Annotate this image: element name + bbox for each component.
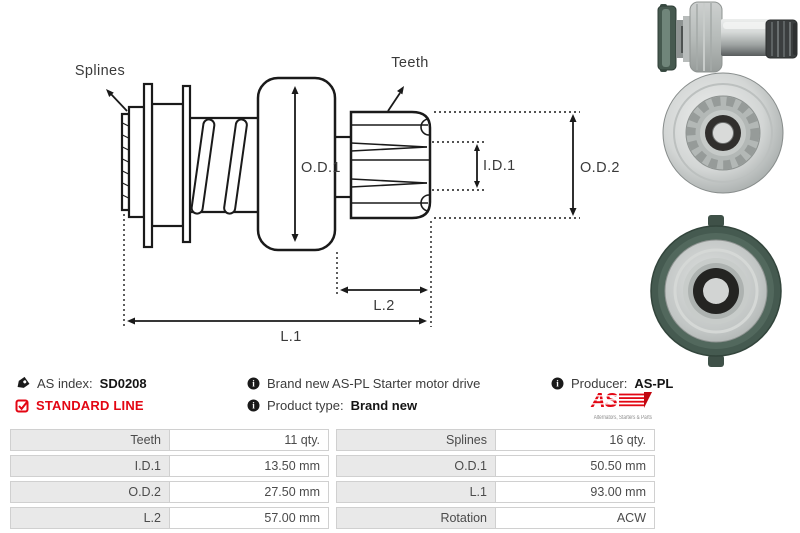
spline-shaft-end: [120, 105, 146, 219]
label-od2: O.D.2: [580, 160, 620, 176]
spec-value-cell: 27.50 mm: [170, 481, 329, 503]
table-row: L.2 57.00 mm: [10, 507, 329, 529]
product-type-label: Product type:: [267, 398, 344, 413]
as-pl-logo: AS Alternators, Starters & Parts: [586, 390, 656, 421]
table-row: L.1 93.00 mm: [336, 481, 655, 503]
product-type-item: i Product type: Brand new: [247, 398, 417, 413]
spec-label-cell: O.D.1: [336, 455, 496, 477]
as-index-item: AS index: SD0208: [15, 376, 147, 391]
info-icon: i: [551, 377, 564, 390]
spec-table-right: Splines 16 qty. O.D.1 50.50 mm L.1 93.00…: [336, 425, 655, 533]
svg-text:i: i: [252, 401, 255, 411]
table-row: Teeth 11 qty.: [10, 429, 329, 451]
table-row: Rotation ACW: [336, 507, 655, 529]
description-item: i Brand new AS-PL Starter motor drive: [247, 376, 480, 391]
construction-lines: [123, 111, 580, 327]
as-logo-tagline: Alternators, Starters & Parts: [593, 415, 652, 421]
svg-text:i: i: [252, 379, 255, 389]
table-row: O.D.2 27.50 mm: [10, 481, 329, 503]
producer-label: Producer:: [571, 376, 628, 391]
spec-label-cell: Splines: [336, 429, 496, 451]
spec-label-cell: O.D.2: [10, 481, 170, 503]
checkbox-check-icon: [15, 399, 29, 413]
product-description: Brand new AS-PL Starter motor drive: [267, 376, 481, 391]
spec-label-cell: Rotation: [336, 507, 496, 529]
table-row: Splines 16 qty.: [336, 429, 655, 451]
dimension-arrows: [106, 86, 577, 325]
product-photos: [650, 1, 798, 367]
spec-value-cell: 57.00 mm: [170, 507, 329, 529]
info-icon: i: [247, 377, 260, 390]
standard-line-label: STANDARD LINE: [36, 398, 144, 413]
spec-value-cell: 13.50 mm: [170, 455, 329, 477]
spec-table-left: Teeth 11 qty. I.D.1 13.50 mm O.D.2 27.50…: [10, 425, 329, 533]
table-row: I.D.1 13.50 mm: [10, 455, 329, 477]
info-icon: i: [247, 399, 260, 412]
spec-value-cell: ACW: [496, 507, 655, 529]
photo-side-view: [657, 1, 798, 73]
product-type-value: Brand new: [350, 398, 418, 413]
label-teeth: Teeth: [391, 55, 428, 71]
label-splines: Splines: [75, 63, 125, 79]
drive-spring: [190, 116, 258, 215]
svg-text:i: i: [556, 379, 559, 389]
as-index-label: AS index:: [37, 376, 93, 391]
pinion-gear: [349, 110, 432, 220]
spec-label-cell: L.1: [336, 481, 496, 503]
label-id1: I.D.1: [483, 158, 516, 174]
as-index-value: SD0208: [99, 376, 147, 391]
tag-icon: [15, 376, 30, 391]
as-logo-graphic: AS: [590, 390, 652, 412]
label-l1: L.1: [280, 329, 301, 345]
producer-value: AS-PL: [634, 376, 674, 391]
label-l2: L.2: [373, 298, 394, 314]
table-row: O.D.1 50.50 mm: [336, 455, 655, 477]
spec-label-cell: Teeth: [10, 429, 170, 451]
clutch-body: [256, 76, 337, 252]
spec-label-cell: I.D.1: [10, 455, 170, 477]
photo-rear-view: [650, 215, 782, 367]
spec-value-cell: 11 qty.: [170, 429, 329, 451]
photo-front-view: [662, 72, 784, 194]
pinion-neck: [335, 135, 351, 199]
spec-value-cell: 93.00 mm: [496, 481, 655, 503]
thrust-collar: [142, 82, 192, 249]
producer-item: i Producer: AS-PL: [551, 376, 673, 391]
label-od1: O.D.1: [301, 160, 341, 176]
standard-line-item: STANDARD LINE: [15, 398, 144, 413]
starter-drive-technical-drawing: Splines Teeth O.D.1 I.D.1 O.D.2 L.2 L.1: [75, 55, 620, 345]
spec-value-cell: 50.50 mm: [496, 455, 655, 477]
spec-value-cell: 16 qty.: [496, 429, 655, 451]
spec-label-cell: L.2: [10, 507, 170, 529]
